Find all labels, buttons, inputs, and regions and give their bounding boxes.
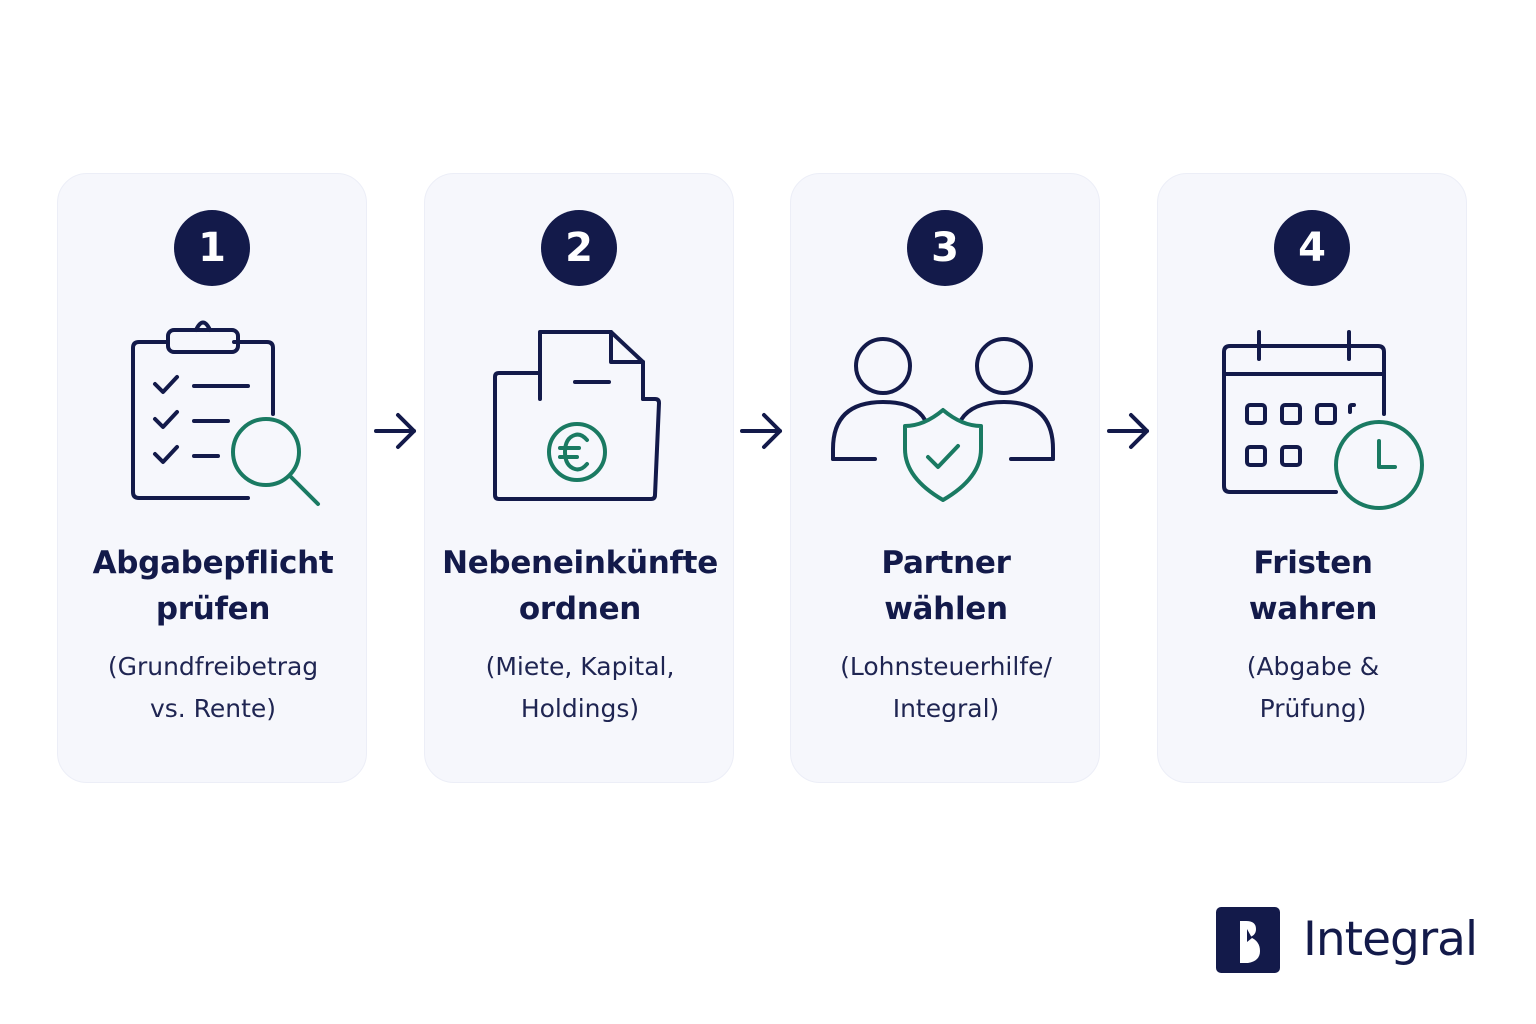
step-description: (Abgabe & Prüfung) [1246, 652, 1380, 723]
step-number-badge: 1 [174, 210, 250, 286]
arrow-right-icon [740, 413, 782, 449]
step-title: Abgabepflicht prüfen [92, 545, 334, 627]
calendar-clock-icon [1222, 330, 1424, 510]
arrow-right-icon [374, 413, 416, 449]
step-title: Partner wählen [881, 545, 1011, 627]
step-card-4: 4 Fristen wahren (Abgabe & Prüfung) [1157, 173, 1467, 783]
step-title: Fristen wahren [1248, 545, 1378, 627]
arrow-right-icon [1107, 413, 1149, 449]
step-number-badge: 4 [1274, 210, 1350, 286]
step-number-badge: 3 [907, 210, 983, 286]
folder-euro-icon [493, 330, 661, 501]
step-description: (Grundfreibetrag vs. Rente) [107, 652, 319, 723]
brand-name: Integral [1303, 912, 1478, 967]
brand-logo[interactable]: Integral [1216, 906, 1496, 976]
step-description: (Lohnsteuerhilfe/ Integral) [840, 652, 1052, 723]
step-description: (Miete, Kapital, Holdings) [485, 652, 675, 723]
step-title: Nebeneinkünfte ordnen [442, 545, 718, 627]
step-card-1: 1 Abgabepflicht prüfen (Grundfreibetrag … [57, 173, 367, 783]
clipboard-search-icon [131, 320, 320, 506]
step-card-3: 3 Partner wählen (Lohnsteuerhilfe/ Integ… [790, 173, 1100, 783]
people-shield-icon [831, 337, 1055, 502]
integral-logo-icon [1216, 907, 1280, 973]
step-card-2: 2 Nebeneinkünfte ordnen (Miete, Kapital,… [424, 173, 734, 783]
step-number-badge: 2 [541, 210, 617, 286]
